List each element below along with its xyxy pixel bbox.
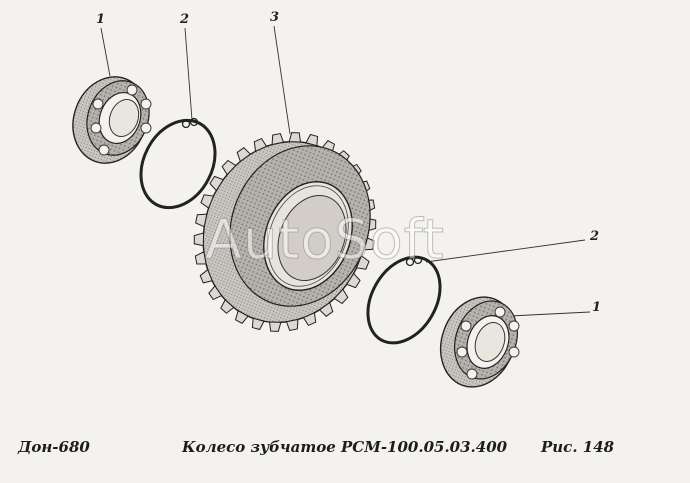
- leader-lines: [100, 25, 591, 317]
- gear-tooth: [236, 147, 252, 163]
- gear-tooth: [333, 288, 349, 305]
- gear-tooth: [271, 132, 285, 146]
- bearing-top-left: [72, 76, 152, 164]
- gear-tooth: [200, 194, 215, 209]
- gear-tooth: [220, 299, 235, 314]
- callout-bearing-top-left: 1: [96, 12, 106, 27]
- gear: [193, 132, 377, 332]
- callout-ring-top-left: 2: [180, 12, 190, 27]
- gear-tooth: [251, 317, 265, 331]
- gear-tooth: [318, 301, 334, 317]
- callout-bearing-right: 1: [592, 300, 602, 315]
- gear-tooth: [302, 312, 317, 327]
- retaining-ring-right: [366, 255, 442, 345]
- gear-tooth: [253, 137, 268, 152]
- gear-tooth: [221, 159, 237, 176]
- gear-tooth: [288, 132, 302, 143]
- gear-tooth: [268, 321, 282, 332]
- caption-model: Дон-680: [18, 438, 90, 456]
- gear-tooth: [193, 232, 205, 247]
- gear-tooth: [194, 251, 207, 265]
- caption-title: Колесо зубчатое РСМ-100.05.03.400: [182, 438, 508, 456]
- gear-tooth: [199, 268, 213, 284]
- gear-tooth: [355, 255, 370, 270]
- gear-tooth: [209, 175, 224, 192]
- caption-figure: Рис. 148: [541, 438, 615, 456]
- gear-tooth: [234, 310, 249, 325]
- callout-ring-right: 2: [590, 229, 600, 244]
- gear-tooth: [305, 133, 319, 147]
- gear-tooth: [346, 272, 361, 289]
- bearing-right: [439, 296, 520, 388]
- callout-gear: 3: [270, 10, 280, 25]
- gear-tooth: [195, 213, 208, 228]
- gear-tooth: [208, 285, 223, 301]
- retaining-ring-top-left: [139, 117, 217, 210]
- gear-tooth: [285, 318, 299, 332]
